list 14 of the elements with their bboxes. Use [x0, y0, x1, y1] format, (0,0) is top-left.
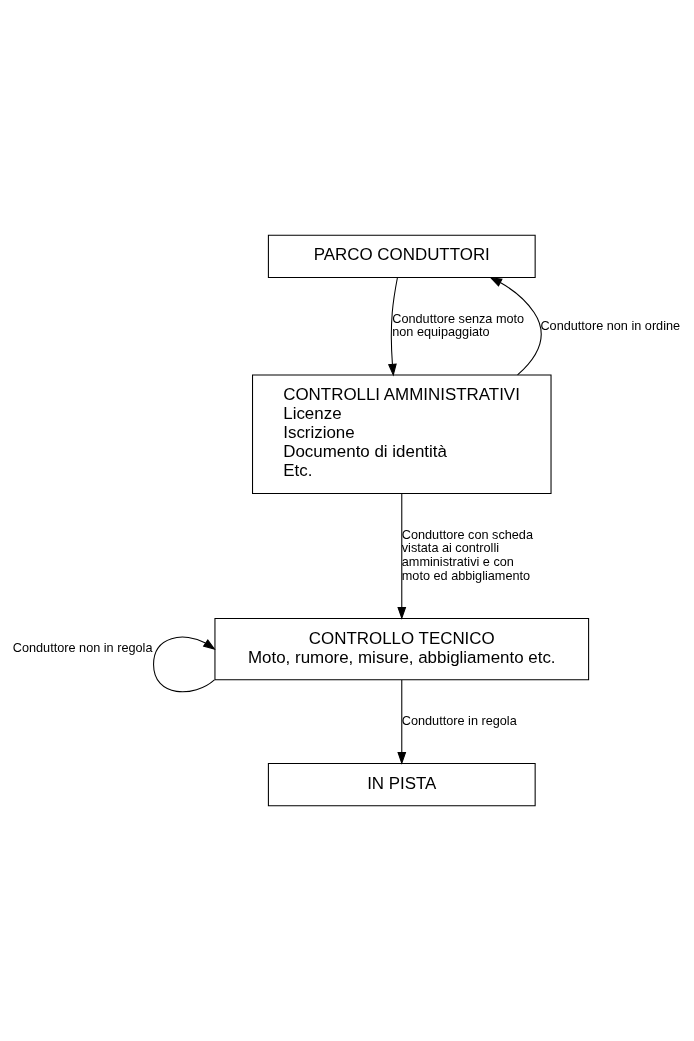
node-box: CONTROLLI AMMINISTRATIVI Licenze Iscrizione Documento di identità Etc. — [252, 374, 552, 495]
edge-label: Conduttore con scheda vistata ai controlli amministrativi e con moto ed abbigliamento — [401, 527, 533, 583]
node-box: PARCO CONDUTTORI — [267, 234, 536, 279]
edge-label: Conduttore senza moto non equipaggiato — [392, 311, 525, 340]
node-box: IN PISTA — [267, 762, 536, 807]
node-box: CONTROLLO TECNICO Moto, rumore, misure, abbigliamento etc. — [214, 617, 590, 681]
arrow — [387, 277, 398, 377]
arrow — [397, 493, 407, 620]
arrow — [153, 636, 216, 693]
arrow — [397, 679, 407, 765]
arrow — [489, 276, 542, 376]
edge-label: Conduttore non in ordine — [540, 318, 681, 333]
edge-label: Conduttore in regola — [401, 713, 517, 728]
edge-label: Conduttore non in regola — [12, 641, 153, 656]
